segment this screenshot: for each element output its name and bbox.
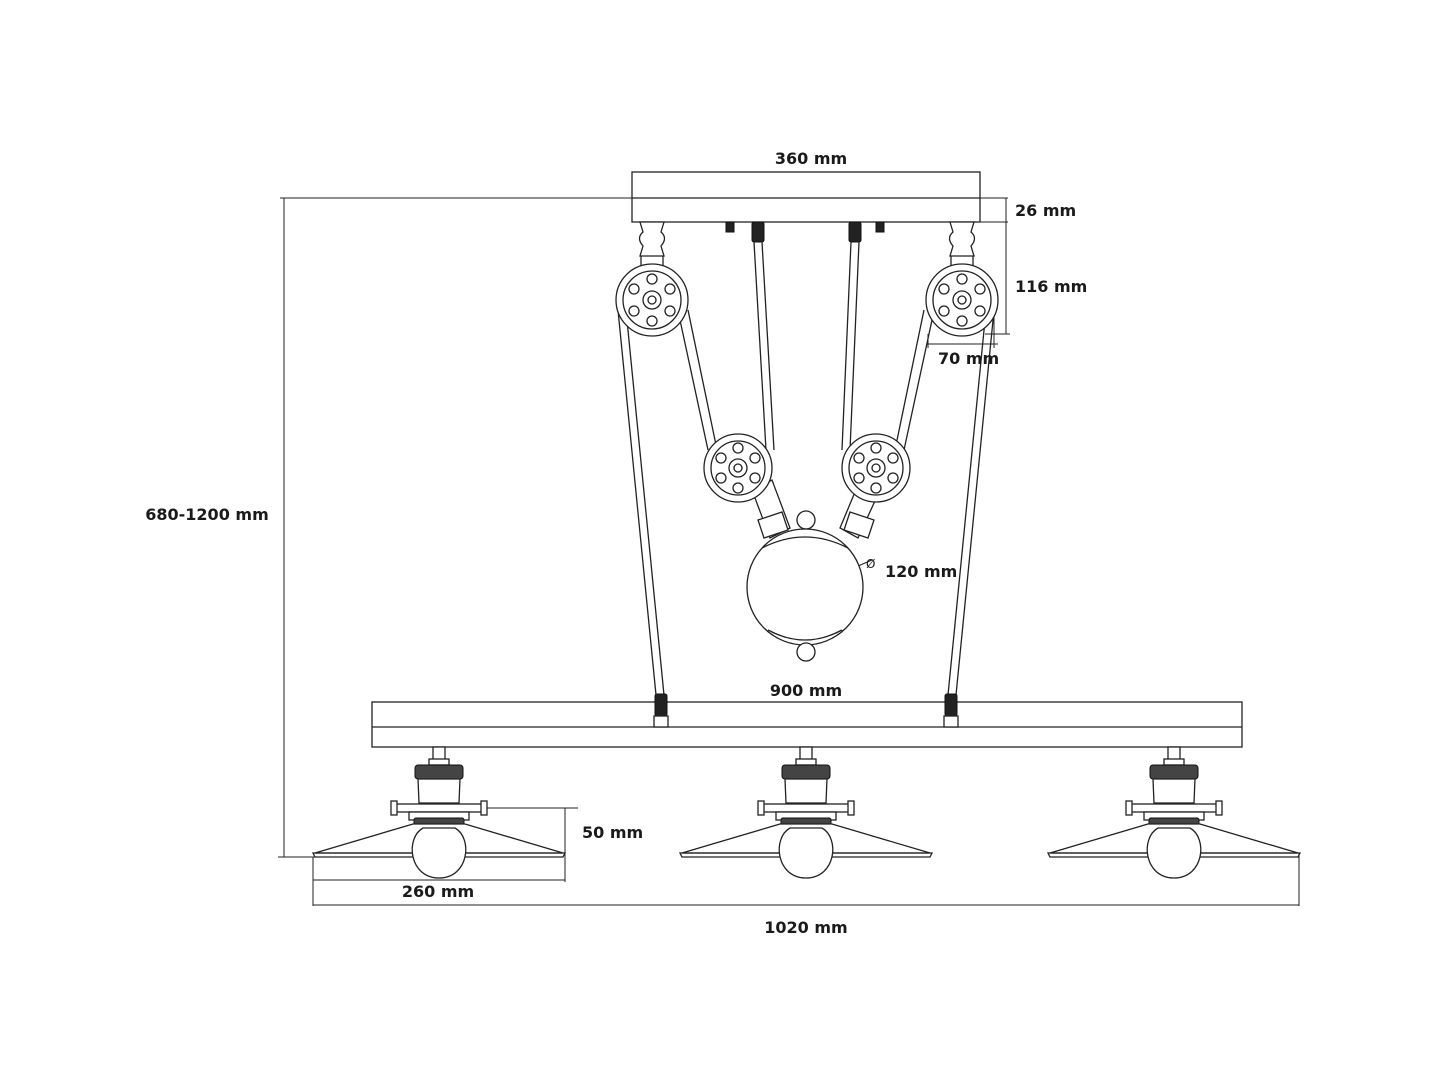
label-shade-height: 50 mm [582,823,643,842]
ceiling-canopy [631,171,981,243]
lamp-3 [1046,746,1302,879]
label-pulley-drop: 116 mm [1015,277,1087,296]
horizontal-bar [371,693,1243,748]
cables [616,241,996,696]
label-overall-length: 1020 mm [764,918,847,937]
label-canopy-height: 26 mm [1015,201,1076,220]
lamp-1 [311,746,567,879]
lamps [311,746,1302,879]
dimension-labels: 360 mm 26 mm 116 mm 70 mm 680-1200 mm Ø … [145,149,1087,937]
upper-pulley-right [925,221,999,337]
counterweight-assembly [703,433,911,662]
label-overall-height: 680-1200 mm [145,505,268,524]
upper-pulley-left [615,221,689,337]
label-shade-diameter: 260 mm [402,882,474,901]
label-canopy-width: 360 mm [775,149,847,168]
label-ball-diameter: 120 mm [885,562,957,581]
lamp-2 [678,746,934,879]
label-pulley-width: 70 mm [938,349,999,368]
diameter-symbol: Ø [866,557,875,571]
label-bar-length: 900 mm [770,681,842,700]
